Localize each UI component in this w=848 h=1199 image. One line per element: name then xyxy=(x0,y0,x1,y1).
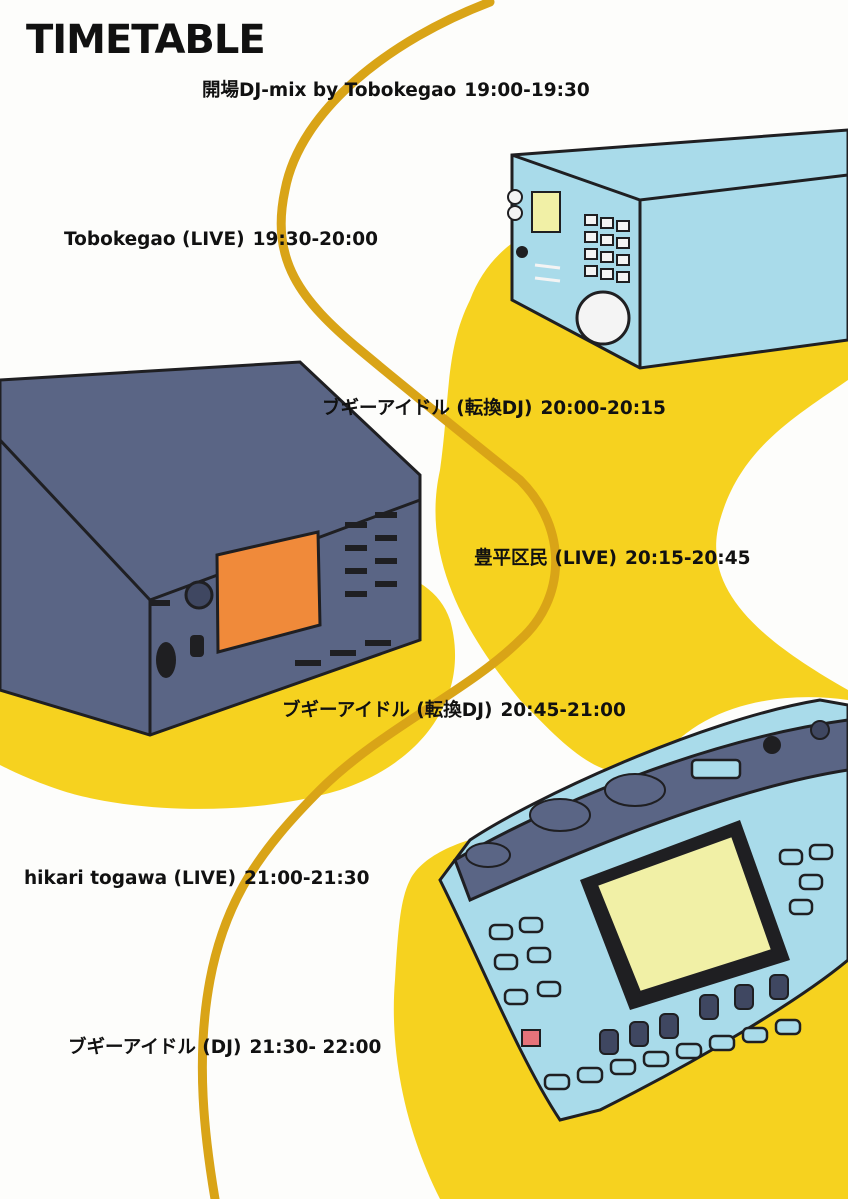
timetable-slot: 豊平区民 (LIVE) 20:15-20:45 xyxy=(474,548,751,569)
slot-name: hikari togawa (LIVE) xyxy=(24,868,237,889)
slot-time: 21:00-21:30 xyxy=(244,868,370,889)
poster-title: TIMETABLE xyxy=(26,17,266,63)
navy-rack-module xyxy=(0,360,422,737)
timetable-slot: ブギーアイドル (転換DJ) 20:00-20:15 xyxy=(322,398,666,419)
timetable-slot: 開場DJ-mix by Tobokegao 19:00-19:30 xyxy=(202,80,590,101)
slot-name: Tobokegao (LIVE) xyxy=(64,229,245,250)
light-blue-sampler xyxy=(438,698,848,1122)
slot-time: 20:00-20:15 xyxy=(540,398,666,419)
light-blue-synth-module xyxy=(507,128,848,370)
slot-time: 20:15-20:45 xyxy=(624,548,751,569)
slot-time: 19:30-20:00 xyxy=(252,229,379,250)
slot-name: 豊平区民 (LIVE) xyxy=(474,548,617,569)
slot-time: 20:45-21:00 xyxy=(500,700,626,721)
winding-line xyxy=(197,0,561,1199)
slot-name: ブギーアイドル (DJ) xyxy=(68,1037,242,1058)
slot-name: ブギーアイドル (転換DJ) xyxy=(322,398,533,419)
timetable-slot: Tobokegao (LIVE) 19:30-20:00 xyxy=(64,229,379,250)
timetable-slot: ブギーアイドル (転換DJ) 20:45-21:00 xyxy=(282,700,626,721)
slot-name: ブギーアイドル (転換DJ) xyxy=(282,700,493,721)
slot-time: 19:00-19:30 xyxy=(464,80,590,101)
slot-time: 21:30- 22:00 xyxy=(249,1037,382,1058)
timetable-slot: hikari togawa (LIVE) 21:00-21:30 xyxy=(24,868,370,889)
timetable-slot: ブギーアイドル (DJ) 21:30- 22:00 xyxy=(68,1037,382,1058)
slot-name: 開場DJ-mix by Tobokegao xyxy=(202,80,457,101)
